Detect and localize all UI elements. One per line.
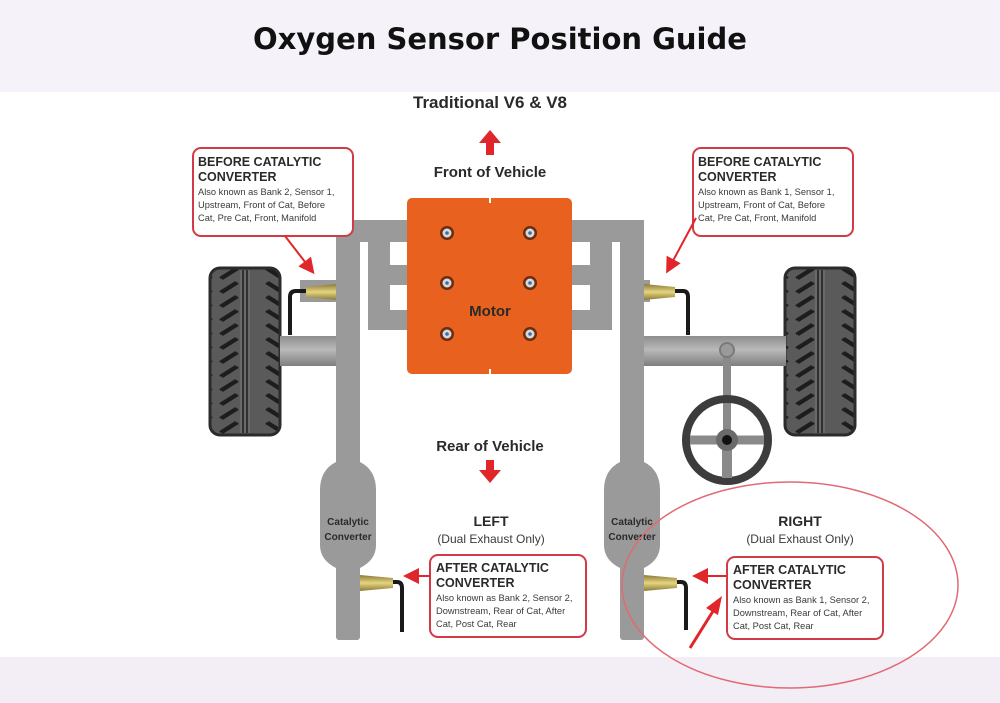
pointer-arrow-icon	[284, 235, 315, 275]
axle-left	[280, 336, 340, 366]
callout-body-line: Cat, Post Cat, Rear	[436, 619, 517, 629]
callout-title-line: BEFORE CATALYTIC	[198, 155, 321, 169]
pointer-arrow-icon	[666, 217, 697, 274]
callout-body-line: Downstream, Rear of Cat, After	[436, 606, 565, 616]
subtitle: Traditional V6 & V8	[413, 93, 567, 112]
callout-title-line: CONVERTER	[698, 170, 776, 184]
callout-title-line: AFTER CATALYTIC	[733, 563, 846, 577]
steering-wheel-icon	[682, 342, 772, 485]
exhaust-left	[300, 220, 408, 640]
motor-block	[407, 198, 572, 374]
callout-before-right: BEFORE CATALYTIC CONVERTER Also known as…	[666, 147, 854, 274]
callout-body-line: Also known as Bank 2, Sensor 1,	[198, 187, 334, 197]
callout-before-left: BEFORE CATALYTIC CONVERTER Also known as…	[192, 147, 354, 275]
callout-title-line: CONVERTER	[733, 578, 811, 592]
sensor-after-left-icon	[360, 575, 404, 632]
header-band	[0, 0, 1000, 92]
callout-body-line: Downstream, Rear of Cat, After	[733, 608, 862, 618]
page-title: Oxygen Sensor Position Guide	[253, 22, 747, 56]
catalytic-converter-left-line1: Catalytic	[327, 517, 369, 528]
catalytic-converter-left-line2: Converter	[324, 532, 371, 543]
callout-title-line: BEFORE CATALYTIC	[698, 155, 821, 169]
callout-after-left: AFTER CATALYTIC CONVERTER Also known as …	[403, 554, 587, 638]
sensor-before-right-icon	[644, 284, 690, 335]
catalytic-converter-right-line2: Converter	[608, 532, 655, 543]
catalytic-converter-right-line1: Catalytic	[611, 517, 653, 528]
callout-body-line: Upstream, Front of Cat, Before	[698, 200, 825, 210]
callout-body-line: Also known as Bank 1, Sensor 1,	[698, 187, 834, 197]
sensor-after-right-icon	[644, 575, 688, 630]
left-side-title: LEFT	[474, 513, 509, 529]
callout-body-line: Cat, Post Cat, Rear	[733, 621, 814, 631]
right-side-note: (Dual Exhaust Only)	[746, 532, 853, 546]
left-side-note: (Dual Exhaust Only)	[437, 532, 544, 546]
footer-band	[0, 657, 1000, 703]
highlight-arrow-icon	[688, 596, 722, 649]
axle-right	[640, 336, 786, 366]
callout-body-line: Also known as Bank 1, Sensor 2,	[733, 595, 869, 605]
callout-title-line: CONVERTER	[198, 170, 276, 184]
callout-after-right: AFTER CATALYTIC CONVERTER Also known as …	[692, 556, 884, 640]
front-arrow-icon	[479, 130, 501, 155]
front-of-vehicle-label: Front of Vehicle	[434, 164, 547, 181]
callout-title-line: AFTER CATALYTIC	[436, 561, 549, 575]
callout-title-line: CONVERTER	[436, 576, 514, 590]
right-side-title: RIGHT	[778, 513, 822, 529]
motor-bolts	[440, 226, 537, 341]
rear-of-vehicle-label: Rear of Vehicle	[436, 438, 544, 455]
sensor-before-left-icon	[288, 284, 336, 335]
exhaust-right	[572, 220, 660, 640]
tire-right-icon	[783, 266, 857, 437]
callout-body-line: Cat, Pre Cat, Front, Manifold	[698, 213, 816, 223]
callout-body-line: Also known as Bank 2, Sensor 2,	[436, 593, 572, 603]
callout-body-line: Cat, Pre Cat, Front, Manifold	[198, 213, 316, 223]
highlight-ellipse	[621, 481, 959, 689]
callout-body-line: Upstream, Front of Cat, Before	[198, 200, 325, 210]
tire-left-icon	[208, 266, 282, 437]
motor-label: Motor	[469, 303, 511, 320]
rear-arrow-icon	[479, 460, 501, 483]
